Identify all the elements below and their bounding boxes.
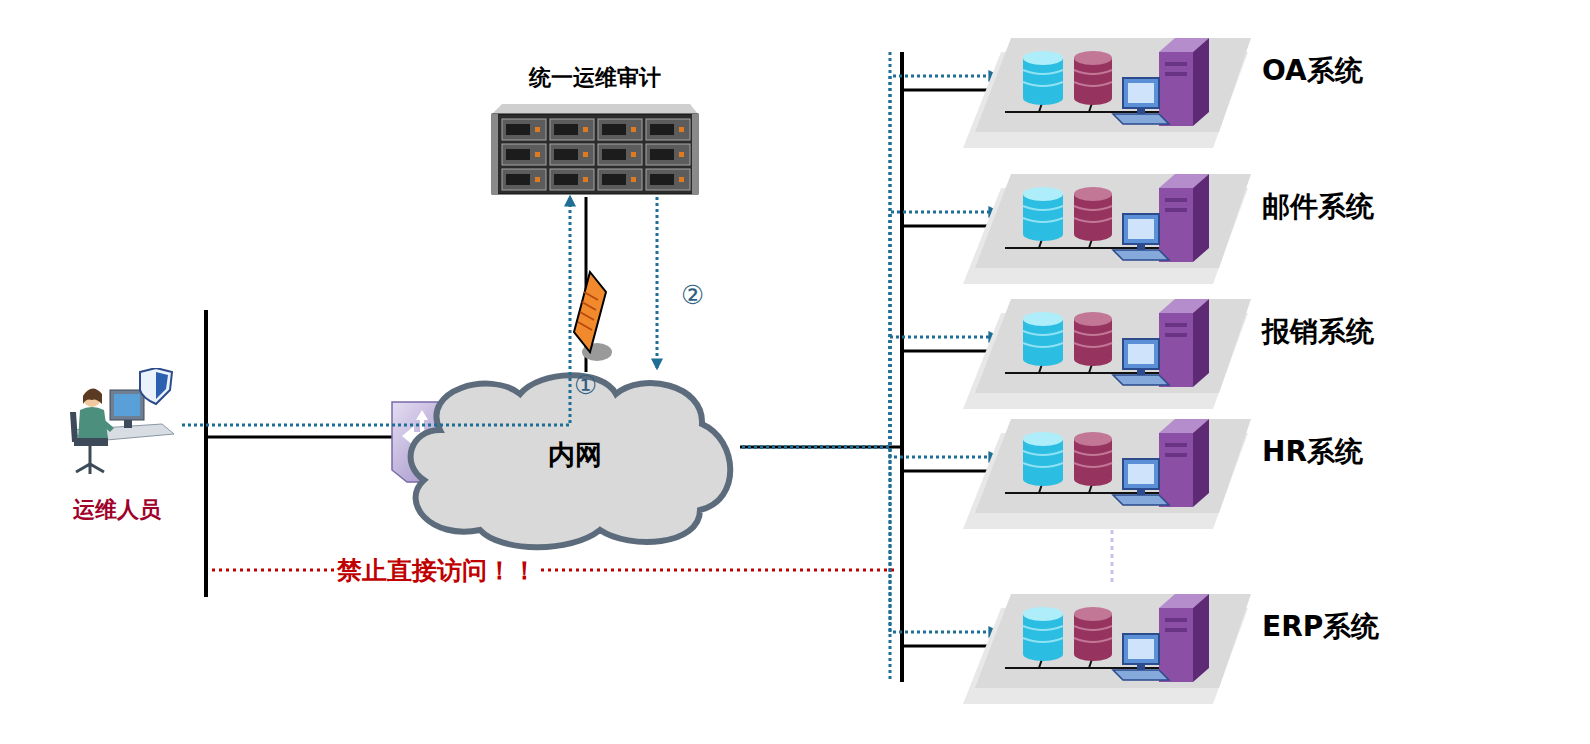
operator-illustration [52,368,182,478]
system-node: 报销系统 [998,291,1382,401]
system-platform [963,28,1253,148]
system-platform [963,289,1253,409]
server-illustration [490,104,700,196]
callout-number: ② [681,282,704,308]
system-node: OA系统 [998,30,1371,140]
access-path [742,447,998,632]
system-node: HR系统 [998,411,1371,521]
system-node: ERP系统 [998,586,1387,696]
access-path [742,212,998,447]
access-path [742,447,998,457]
access-path [182,197,570,425]
system-platform [963,164,1253,284]
access-path [656,197,659,368]
system-label: HR系统 [1262,437,1363,468]
cloud-node: 内网 [398,368,742,552]
system-label: 邮件系统 [1262,192,1374,223]
system-platform [963,409,1253,529]
device-heading: 统一运维审计 [529,66,661,90]
access-path [742,76,998,447]
callout-number: ① [574,372,597,398]
server-node: 统一运维审计 [490,62,700,197]
system-node: 邮件系统 [998,166,1382,276]
system-label: OA系统 [1262,56,1363,87]
system-platform [963,584,1253,704]
warning-note: 禁止直接访问！！ [334,557,540,584]
system-label: ERP系统 [1262,612,1379,643]
access-path [742,337,998,447]
network-label: 内网 [548,440,602,470]
person-label: 运维人员 [73,498,161,522]
person-node: 运维人员 [52,368,182,526]
system-label: 报销系统 [1262,317,1374,348]
